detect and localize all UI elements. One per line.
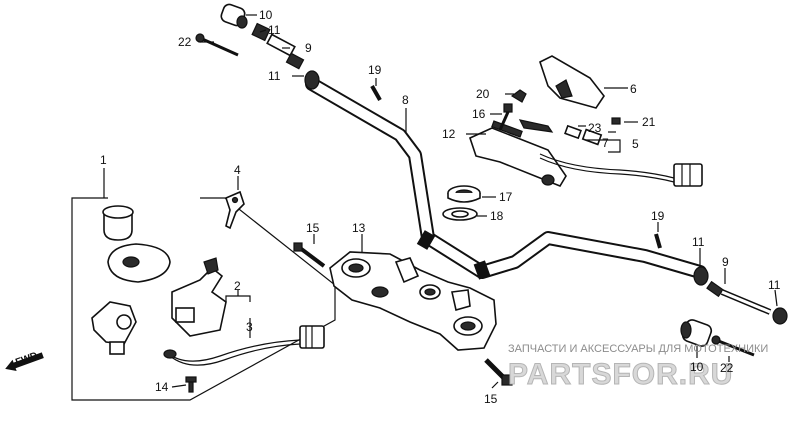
top-bridge-13 [329, 251, 497, 351]
bearing-17 [447, 185, 481, 203]
callout-11a: 11 [268, 23, 281, 37]
callout-12: 12 [442, 127, 456, 141]
holder-12 [469, 120, 567, 187]
ignition-kit-outline [71, 168, 336, 401]
ignition-cover [107, 243, 171, 283]
screw-21 [611, 117, 621, 125]
callout-13: 13 [352, 221, 366, 235]
callout-17: 17 [499, 190, 513, 204]
screw-14 [185, 376, 197, 393]
fwd-arrow: FWD [5, 350, 44, 372]
callout-15a: 15 [306, 221, 320, 235]
callout-19a: 19 [368, 63, 382, 77]
watermark-line2: PARTSFOR.RU [508, 358, 733, 391]
ignition-wire-harness [163, 325, 325, 366]
ignition-key [225, 190, 245, 230]
ignition-lock-assembly [171, 257, 227, 337]
switch-parts-23-7 [518, 119, 603, 146]
callout-11d: 11 [768, 278, 781, 292]
callout-7: 7 [602, 136, 609, 150]
switch-harness-5 [539, 153, 703, 187]
callout-22b: 22 [720, 361, 734, 375]
ignition-switch-body [91, 301, 137, 355]
callout-21: 21 [642, 115, 656, 129]
screw-16 [498, 103, 513, 131]
watermark: ЗАПЧАСТИ И АКСЕССУАРЫ ДЛЯ МОТОТЕХНИКИ PA… [508, 343, 769, 392]
bolt-22-left [195, 33, 239, 57]
callout-5: 5 [632, 137, 639, 151]
callout-9b: 9 [722, 255, 729, 269]
bolt-22-right [711, 335, 755, 357]
callout-labels: 1 2 3 4 5 6 7 8 9 9 10 10 11 11 11 11 12… [100, 8, 781, 406]
callout-11b: 11 [268, 69, 281, 83]
callout-2: 2 [234, 279, 241, 293]
bar-end-collar-right [693, 266, 724, 298]
callout-18: 18 [490, 209, 504, 223]
callout-11c: 11 [692, 235, 705, 249]
pin-19-left [370, 85, 382, 101]
bar-end-rod-right [720, 289, 788, 325]
callout-9a: 9 [305, 41, 312, 55]
handlebar [305, 77, 707, 280]
callout-15b: 15 [484, 392, 498, 406]
callout-8: 8 [402, 93, 409, 107]
callout-20: 20 [476, 87, 490, 101]
callout-1: 1 [100, 153, 107, 167]
bar-end-weight-right [680, 319, 713, 347]
callout-16: 16 [472, 107, 486, 121]
callout-10b: 10 [690, 360, 704, 374]
callout-10a: 10 [259, 8, 273, 22]
leader-lines [171, 14, 778, 389]
callout-3: 3 [246, 320, 253, 334]
pin-19-right [654, 233, 662, 249]
callout-6: 6 [630, 82, 637, 96]
bolt-15-top [293, 242, 326, 268]
fwd-label: FWD [14, 350, 39, 368]
washer-18 [442, 207, 478, 221]
callout-4: 4 [234, 163, 241, 177]
bolt-15-bottom [484, 358, 513, 386]
watermark-line1: ЗАПЧАСТИ И АКСЕССУАРЫ ДЛЯ МОТОТЕХНИКИ [508, 343, 768, 355]
callout-23: 23 [588, 121, 602, 135]
nut-20 [510, 89, 527, 103]
callout-14: 14 [155, 380, 169, 394]
grip-end-cap-left [304, 70, 320, 90]
bar-end-weight-left [220, 3, 248, 29]
switch-cover-6 [539, 55, 605, 109]
bar-end-rod-left [266, 33, 305, 70]
ignition-cap [102, 205, 134, 241]
callout-22a: 22 [178, 35, 192, 49]
callout-19b: 19 [651, 209, 665, 223]
